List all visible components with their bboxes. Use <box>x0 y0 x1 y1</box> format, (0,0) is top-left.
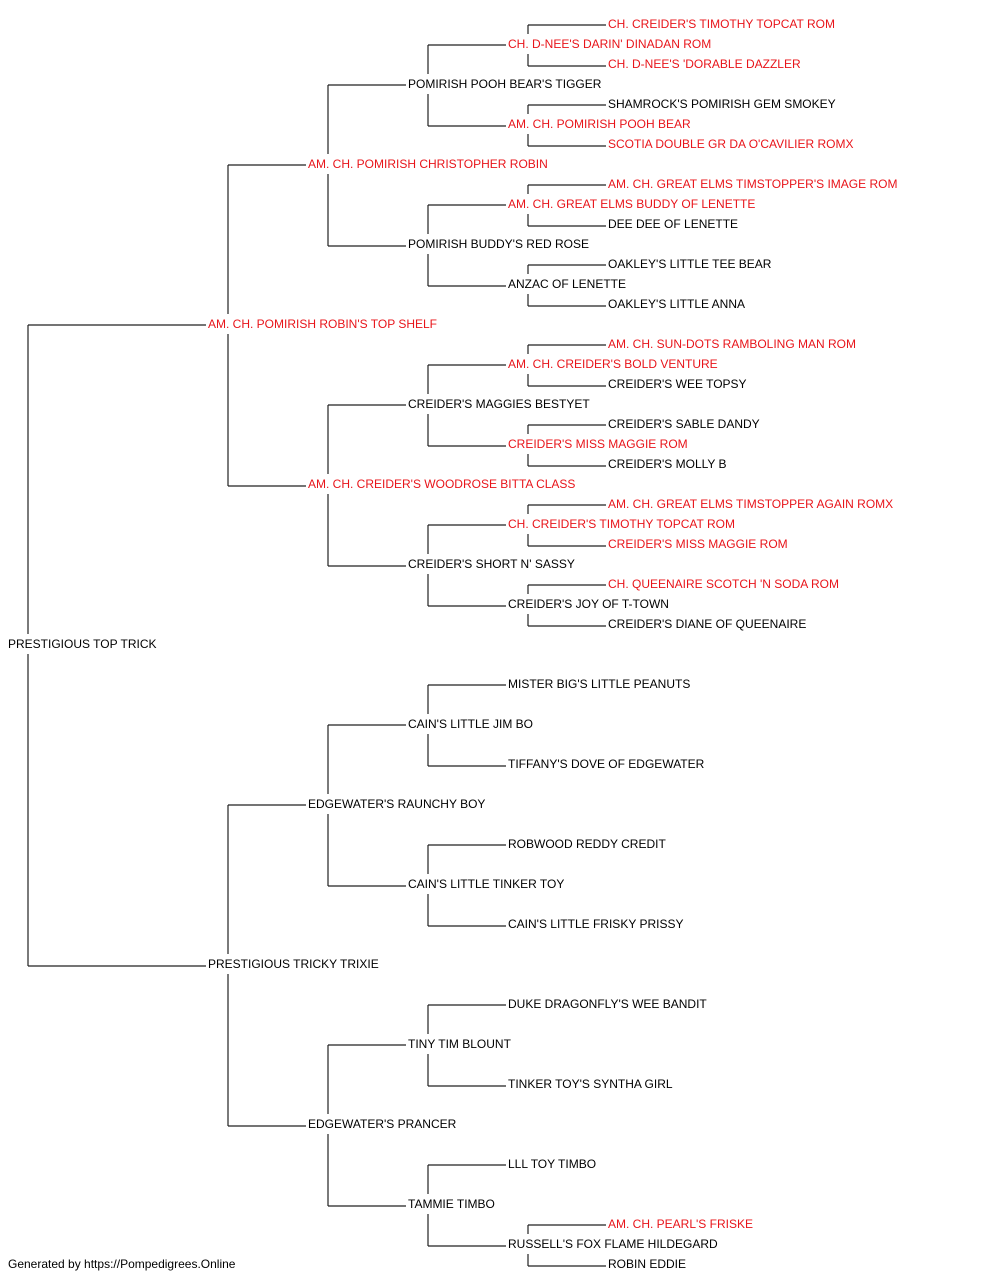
pedigree-entry: MISTER BIG'S LITTLE PEANUTS <box>508 677 690 691</box>
pedigree-entry: CAIN'S LITTLE JIM BO <box>408 717 533 731</box>
pedigree-entry: ANZAC OF LENETTE <box>508 277 626 291</box>
pedigree-entry: PRESTIGIOUS TOP TRICK <box>8 637 156 651</box>
pedigree-entry: AM. CH. CREIDER'S WOODROSE BITTA CLASS <box>308 477 575 491</box>
pedigree-entry: TIFFANY'S DOVE OF EDGEWATER <box>508 757 705 771</box>
pedigree-entry: OAKLEY'S LITTLE ANNA <box>608 297 745 311</box>
pedigree-entry: CREIDER'S SHORT N' SASSY <box>408 557 575 571</box>
pedigree-entry: CREIDER'S SABLE DANDY <box>608 417 760 431</box>
pedigree-entry: CAIN'S LITTLE FRISKY PRISSY <box>508 917 683 931</box>
pedigree-entry: TAMMIE TIMBO <box>408 1197 495 1211</box>
pedigree-entry: ROBWOOD REDDY CREDIT <box>508 837 666 851</box>
pedigree-entry: CH. CREIDER'S TIMOTHY TOPCAT ROM <box>508 517 735 531</box>
pedigree-entry: AM. CH. GREAT ELMS BUDDY OF LENETTE <box>508 197 755 211</box>
pedigree-entry: LLL TOY TIMBO <box>508 1157 596 1171</box>
generated-by-footer: Generated by https://Pompedigrees.Online <box>8 1257 236 1271</box>
pedigree-entry: TINKER TOY'S SYNTHA GIRL <box>508 1077 673 1091</box>
pedigree-entry: PRESTIGIOUS TRICKY TRIXIE <box>208 957 379 971</box>
pedigree-entry: CREIDER'S MISS MAGGIE ROM <box>608 537 788 551</box>
pedigree-entry: CREIDER'S DIANE OF QUEENAIRE <box>608 617 806 631</box>
pedigree-entry: AM. CH. POMIRISH POOH BEAR <box>508 117 691 131</box>
pedigree-entry: CREIDER'S MISS MAGGIE ROM <box>508 437 688 451</box>
pedigree-entry: CH. QUEENAIRE SCOTCH 'N SODA ROM <box>608 577 839 591</box>
pedigree-entry: AM. CH. SUN-DOTS RAMBOLING MAN ROM <box>608 337 856 351</box>
pedigree-entry: EDGEWATER'S PRANCER <box>308 1117 457 1131</box>
pedigree-entry: SCOTIA DOUBLE GR DA O'CAVILIER ROMX <box>608 137 853 151</box>
pedigree-entry: TINY TIM BLOUNT <box>408 1037 512 1051</box>
pedigree-entry: CREIDER'S MAGGIES BESTYET <box>408 397 590 411</box>
pedigree-entry: CREIDER'S WEE TOPSY <box>608 377 747 391</box>
pedigree-entry: AM. CH. PEARL'S FRISKE <box>608 1217 753 1231</box>
pedigree-entry: OAKLEY'S LITTLE TEE BEAR <box>608 257 772 271</box>
pedigree-entry: POMIRISH POOH BEAR'S TIGGER <box>408 77 602 91</box>
pedigree-entry: AM. CH. POMIRISH CHRISTOPHER ROBIN <box>308 157 548 171</box>
pedigree-entry: CH. D-NEE'S DARIN' DINADAN ROM <box>508 37 711 51</box>
pedigree-entry: CREIDER'S MOLLY B <box>608 457 727 471</box>
pedigree-entry: AM. CH. GREAT ELMS TIMSTOPPER'S IMAGE RO… <box>608 177 897 191</box>
pedigree-entry: POMIRISH BUDDY'S RED ROSE <box>408 237 589 251</box>
pedigree-entry: AM. CH. GREAT ELMS TIMSTOPPER AGAIN ROMX <box>608 497 893 511</box>
pedigree-entry: AM. CH. POMIRISH ROBIN'S TOP SHELF <box>208 317 437 331</box>
pedigree-entry: CREIDER'S JOY OF T-TOWN <box>508 597 669 611</box>
pedigree-entry: AM. CH. CREIDER'S BOLD VENTURE <box>508 357 718 371</box>
pedigree-entry: CH. CREIDER'S TIMOTHY TOPCAT ROM <box>608 17 835 31</box>
pedigree-entry: EDGEWATER'S RAUNCHY BOY <box>308 797 485 811</box>
pedigree-entry: SHAMROCK'S POMIRISH GEM SMOKEY <box>608 97 836 111</box>
pedigree-entry: DUKE DRAGONFLY'S WEE BANDIT <box>508 997 707 1011</box>
pedigree-entry: CH. D-NEE'S 'DORABLE DAZZLER <box>608 57 801 71</box>
pedigree-entry: CAIN'S LITTLE TINKER TOY <box>408 877 564 891</box>
pedigree-entry: ROBIN EDDIE <box>608 1257 686 1271</box>
pedigree-entry: DEE DEE OF LENETTE <box>608 217 738 231</box>
pedigree-entry: RUSSELL'S FOX FLAME HILDEGARD <box>508 1237 718 1251</box>
